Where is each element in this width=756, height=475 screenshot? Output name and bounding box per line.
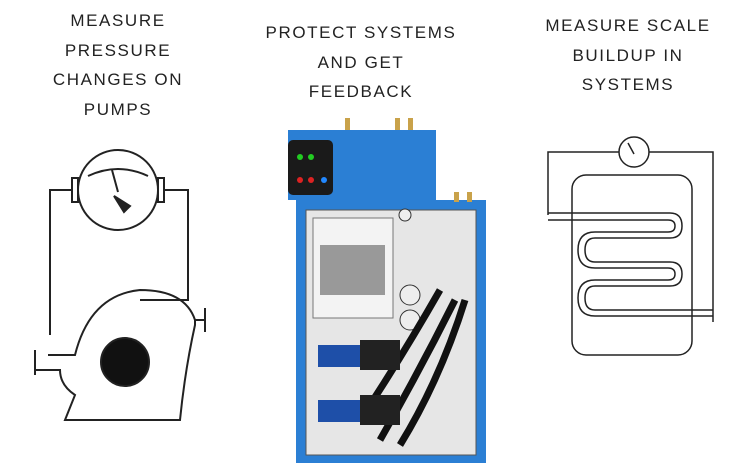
control-cabinet-photo bbox=[288, 118, 486, 463]
heading-line: BUILDUP IN bbox=[572, 45, 684, 65]
heading-line: FEEDBACK bbox=[308, 82, 414, 101]
heading-line: PROTECT SYSTEMS bbox=[265, 23, 457, 42]
heading-line: PRESSURE bbox=[64, 40, 172, 60]
pump-illustration bbox=[34, 149, 206, 421]
heading-line: AND GET bbox=[317, 52, 405, 72]
heading-line: SYSTEMS bbox=[581, 75, 675, 94]
heading-line: MEASURE bbox=[70, 11, 166, 30]
pressure-gauge-icon bbox=[618, 136, 650, 168]
coil-illustration bbox=[547, 136, 714, 356]
heading-scale: MEASURE SCALE BUILDUP IN SYSTEMS bbox=[518, 11, 738, 100]
heading-line: PUMPS bbox=[83, 99, 153, 119]
heading-protect: PROTECT SYSTEMS AND GET FEEDBACK bbox=[241, 18, 481, 107]
heading-pumps: MEASURE PRESSURE CHANGES ON PUMPS bbox=[18, 6, 218, 124]
heading-line: MEASURE SCALE bbox=[545, 16, 711, 35]
heading-line: CHANGES ON bbox=[52, 70, 184, 89]
